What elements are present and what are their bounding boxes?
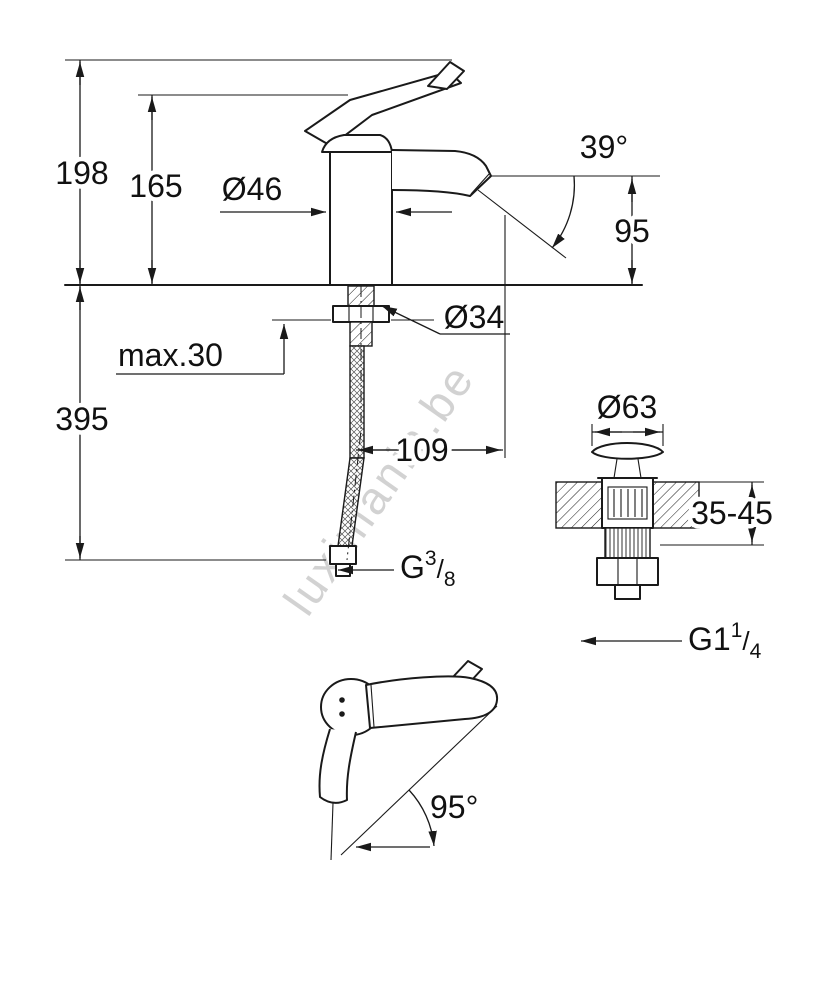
dim-label-g114: G11/4	[688, 619, 762, 663]
handle-top-view: 95°	[318, 660, 499, 861]
handle-lever-blade	[365, 675, 499, 729]
waste-cap-stem	[613, 458, 642, 479]
dim-label-95: 95	[614, 213, 650, 249]
dim-waste-cap-diameter: Ø63	[591, 385, 664, 446]
handle-grip-plan	[318, 728, 357, 804]
dim-spout-projection: 109	[356, 215, 506, 473]
dim-label-95deg: 95°	[430, 789, 478, 825]
handle-dot-upper	[339, 697, 345, 703]
waste-thread-section	[604, 527, 651, 559]
waste-valve-detail: Ø63 35-45 G11/4	[555, 385, 777, 668]
basin-section-right	[652, 481, 700, 529]
dim-label-d63: Ø63	[597, 389, 657, 425]
dim-total-height: 198	[51, 60, 113, 285]
dim-hose-length: 395	[51, 285, 326, 561]
waste-body-slots	[607, 486, 648, 520]
spout-aerator-line	[470, 173, 490, 195]
dim-label-g38: G3/8	[400, 547, 456, 591]
dim-shank-diameter: Ø34	[381, 295, 510, 340]
mounting-nut-facets	[348, 306, 374, 322]
dim-label-395: 395	[55, 401, 108, 437]
dim-label-35-45: 35-45	[691, 495, 773, 531]
dim-body-diameter: Ø46	[217, 167, 452, 217]
waste-tailpipe	[614, 584, 641, 600]
supply-hose-straight	[349, 345, 365, 459]
dim-label-d34: Ø34	[444, 299, 504, 335]
faucet-spout	[391, 149, 492, 197]
handle-dot-lower	[339, 711, 345, 717]
dim-hose-thread: G3/8	[338, 543, 460, 596]
dim-label-max30: max.30	[118, 337, 223, 373]
faucet-centerline	[346, 286, 362, 561]
dim-max-deck-thickness: max.30	[114, 324, 289, 378]
waste-nut-facets	[617, 558, 638, 585]
faucet-lever-tip	[427, 61, 465, 90]
dim-handle-swivel-angle: 95°	[340, 705, 498, 856]
dim-label-39deg: 39°	[580, 129, 628, 165]
dim-spout-height: 95	[610, 176, 654, 285]
dim-label-165: 165	[129, 168, 182, 204]
dim-waste-thread: G11/4	[581, 615, 766, 668]
dimension-annotations: 198 165 Ø46 39° 95	[51, 59, 660, 596]
handle-axis-line	[330, 802, 334, 861]
hose-connector-nut	[329, 545, 357, 565]
dim-label-198: 198	[55, 155, 108, 191]
faucet-cartridge-collar	[321, 134, 393, 153]
dim-basin-clamp-range: 35-45	[660, 481, 777, 546]
faucet-body	[329, 151, 393, 285]
dim-handle-height: 165	[125, 95, 187, 285]
handle-joint-line	[370, 684, 375, 728]
basin-section-left	[555, 481, 603, 529]
dim-stream-angle: 39°	[477, 125, 660, 259]
waste-lock-nut	[596, 557, 659, 586]
waste-cap	[591, 442, 664, 460]
dim-label-d46: Ø46	[222, 171, 282, 207]
waste-body	[601, 477, 654, 529]
dim-label-109: 109	[395, 432, 448, 468]
